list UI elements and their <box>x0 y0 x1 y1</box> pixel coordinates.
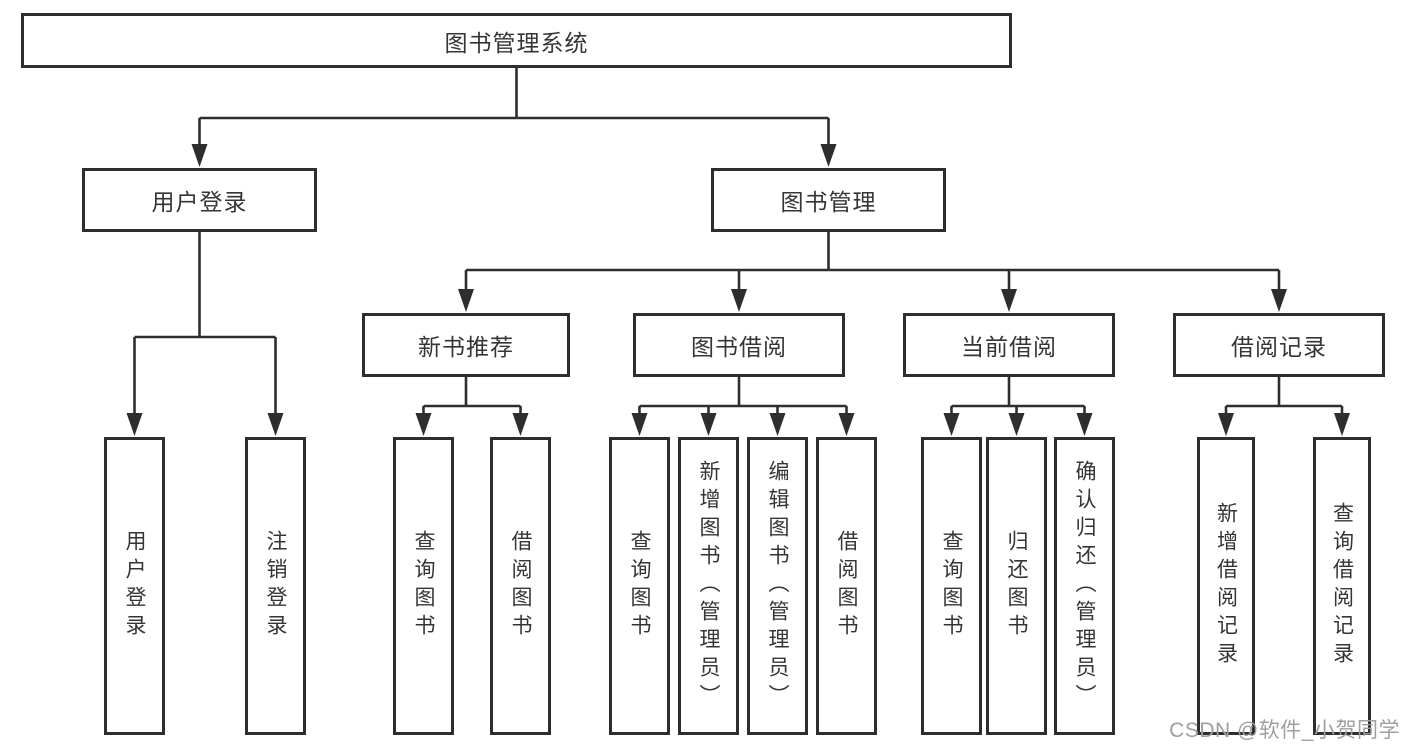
node-book-borrowing-label: 图书借阅 <box>691 334 787 360</box>
leaf-user-login: 用户登录 <box>104 437 165 735</box>
leaf-query-books-3: 查询图书 <box>921 437 982 735</box>
leaf-query-borrow-record-label: 查询借阅记录 <box>1330 502 1354 670</box>
arrowheads <box>126 144 1350 436</box>
node-root-system: 图书管理系统 <box>21 13 1012 68</box>
leaf-return-books-label: 归还图书 <box>1005 530 1028 642</box>
leaf-query-books-3-label: 查询图书 <box>940 530 963 642</box>
node-borrowing-records: 借阅记录 <box>1173 313 1385 377</box>
leaf-logout-label: 注销登录 <box>264 530 287 642</box>
node-book-management-label: 图书管理 <box>780 189 877 215</box>
leaf-add-borrow-record: 新增借阅记录 <box>1197 437 1255 735</box>
leaf-query-books-2: 查询图书 <box>609 437 670 735</box>
leaf-add-books-admin: 新增图书（管理员） <box>678 437 739 735</box>
node-book-borrowing: 图书借阅 <box>633 313 845 377</box>
node-current-borrowing: 当前借阅 <box>903 313 1115 377</box>
node-root-label: 图书管理系统 <box>444 29 589 56</box>
leaf-borrow-books-1: 借阅图书 <box>490 437 551 735</box>
leaf-user-login-label: 用户登录 <box>123 530 146 642</box>
leaf-confirm-return-admin-label: 确认归还（管理员） <box>1073 460 1096 712</box>
leaf-edit-books-admin: 编辑图书（管理员） <box>747 437 808 735</box>
leaf-query-borrow-record: 查询借阅记录 <box>1313 437 1371 735</box>
leaf-borrow-books-2-label: 借阅图书 <box>835 530 858 642</box>
node-current-borrowing-label: 当前借阅 <box>961 334 1057 360</box>
leaf-borrow-books-2: 借阅图书 <box>816 437 877 735</box>
leaf-confirm-return-admin: 确认归还（管理员） <box>1054 437 1115 735</box>
node-book-management: 图书管理 <box>711 168 946 232</box>
leaf-add-books-admin-label: 新增图书（管理员） <box>697 460 720 712</box>
leaf-edit-books-admin-label: 编辑图书（管理员） <box>766 460 789 712</box>
leaf-query-books-1-label: 查询图书 <box>412 530 435 642</box>
leaf-logout: 注销登录 <box>245 437 306 735</box>
leaf-return-books: 归还图书 <box>986 437 1047 735</box>
node-user-login: 用户登录 <box>82 168 317 232</box>
node-borrowing-records-label: 借阅记录 <box>1231 334 1327 360</box>
leaf-add-borrow-record-label: 新增借阅记录 <box>1214 502 1238 670</box>
node-new-book-recommend-label: 新书推荐 <box>418 334 514 360</box>
node-user-login-label: 用户登录 <box>151 189 248 215</box>
leaf-query-books-1: 查询图书 <box>393 437 454 735</box>
leaf-borrow-books-1-label: 借阅图书 <box>509 530 532 642</box>
leaf-query-books-2-label: 查询图书 <box>628 530 651 642</box>
node-new-book-recommend: 新书推荐 <box>362 313 570 377</box>
csdn-watermark: CSDN @软件_小贺同学 <box>1169 719 1400 742</box>
